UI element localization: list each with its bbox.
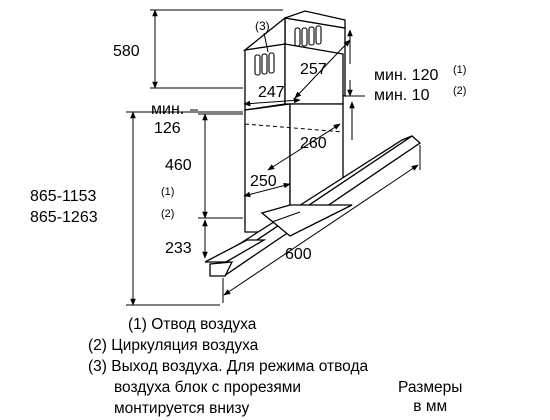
- label-total-1-ref: (1): [161, 186, 174, 198]
- footnote-1: (1) Отвод воздуха: [128, 316, 257, 333]
- label-min-126-value: 126: [154, 120, 181, 137]
- dimension-labels: 580 (3) 257 247 мин. 126 460 260 250 233…: [30, 19, 466, 263]
- label-250: 250: [250, 173, 277, 190]
- label-min-126-title: мин.: [151, 101, 184, 118]
- label-total-2-ref: (2): [161, 208, 174, 220]
- footnote-2: (2) Циркуляция воздуха: [88, 337, 259, 354]
- units-line-1: Размеры: [398, 379, 463, 396]
- label-slot-marker: (3): [255, 19, 270, 33]
- label-260: 260: [300, 135, 327, 152]
- footnote-3: (3) Выход воздуха. Для режима отвода: [88, 358, 369, 375]
- footnotes: (1) Отвод воздуха (2) Циркуляция воздуха…: [88, 314, 368, 419]
- label-total-2: 865-1263: [30, 209, 98, 226]
- label-clearance-1-ref: (1): [453, 64, 466, 76]
- footnote-3-cont-2: монтируется внизу: [114, 400, 250, 417]
- label-580: 580: [113, 43, 140, 60]
- label-460: 460: [165, 157, 192, 174]
- label-clearance-2-ref: (2): [453, 85, 466, 97]
- dimension-lines: [126, 9, 421, 306]
- label-233: 233: [165, 240, 192, 257]
- label-600: 600: [285, 246, 312, 263]
- units-line-2: в мм: [413, 398, 448, 415]
- footnote-3-cont-1: воздуха блок с прорезями: [114, 379, 302, 396]
- units-note: Размеры в мм: [398, 378, 462, 416]
- label-clearance-2: мин. 10: [374, 87, 430, 104]
- label-clearance-1: мин. 120: [374, 67, 438, 84]
- label-247: 247: [258, 84, 285, 101]
- label-257: 257: [300, 61, 327, 78]
- label-total-1: 865-1153: [30, 188, 97, 205]
